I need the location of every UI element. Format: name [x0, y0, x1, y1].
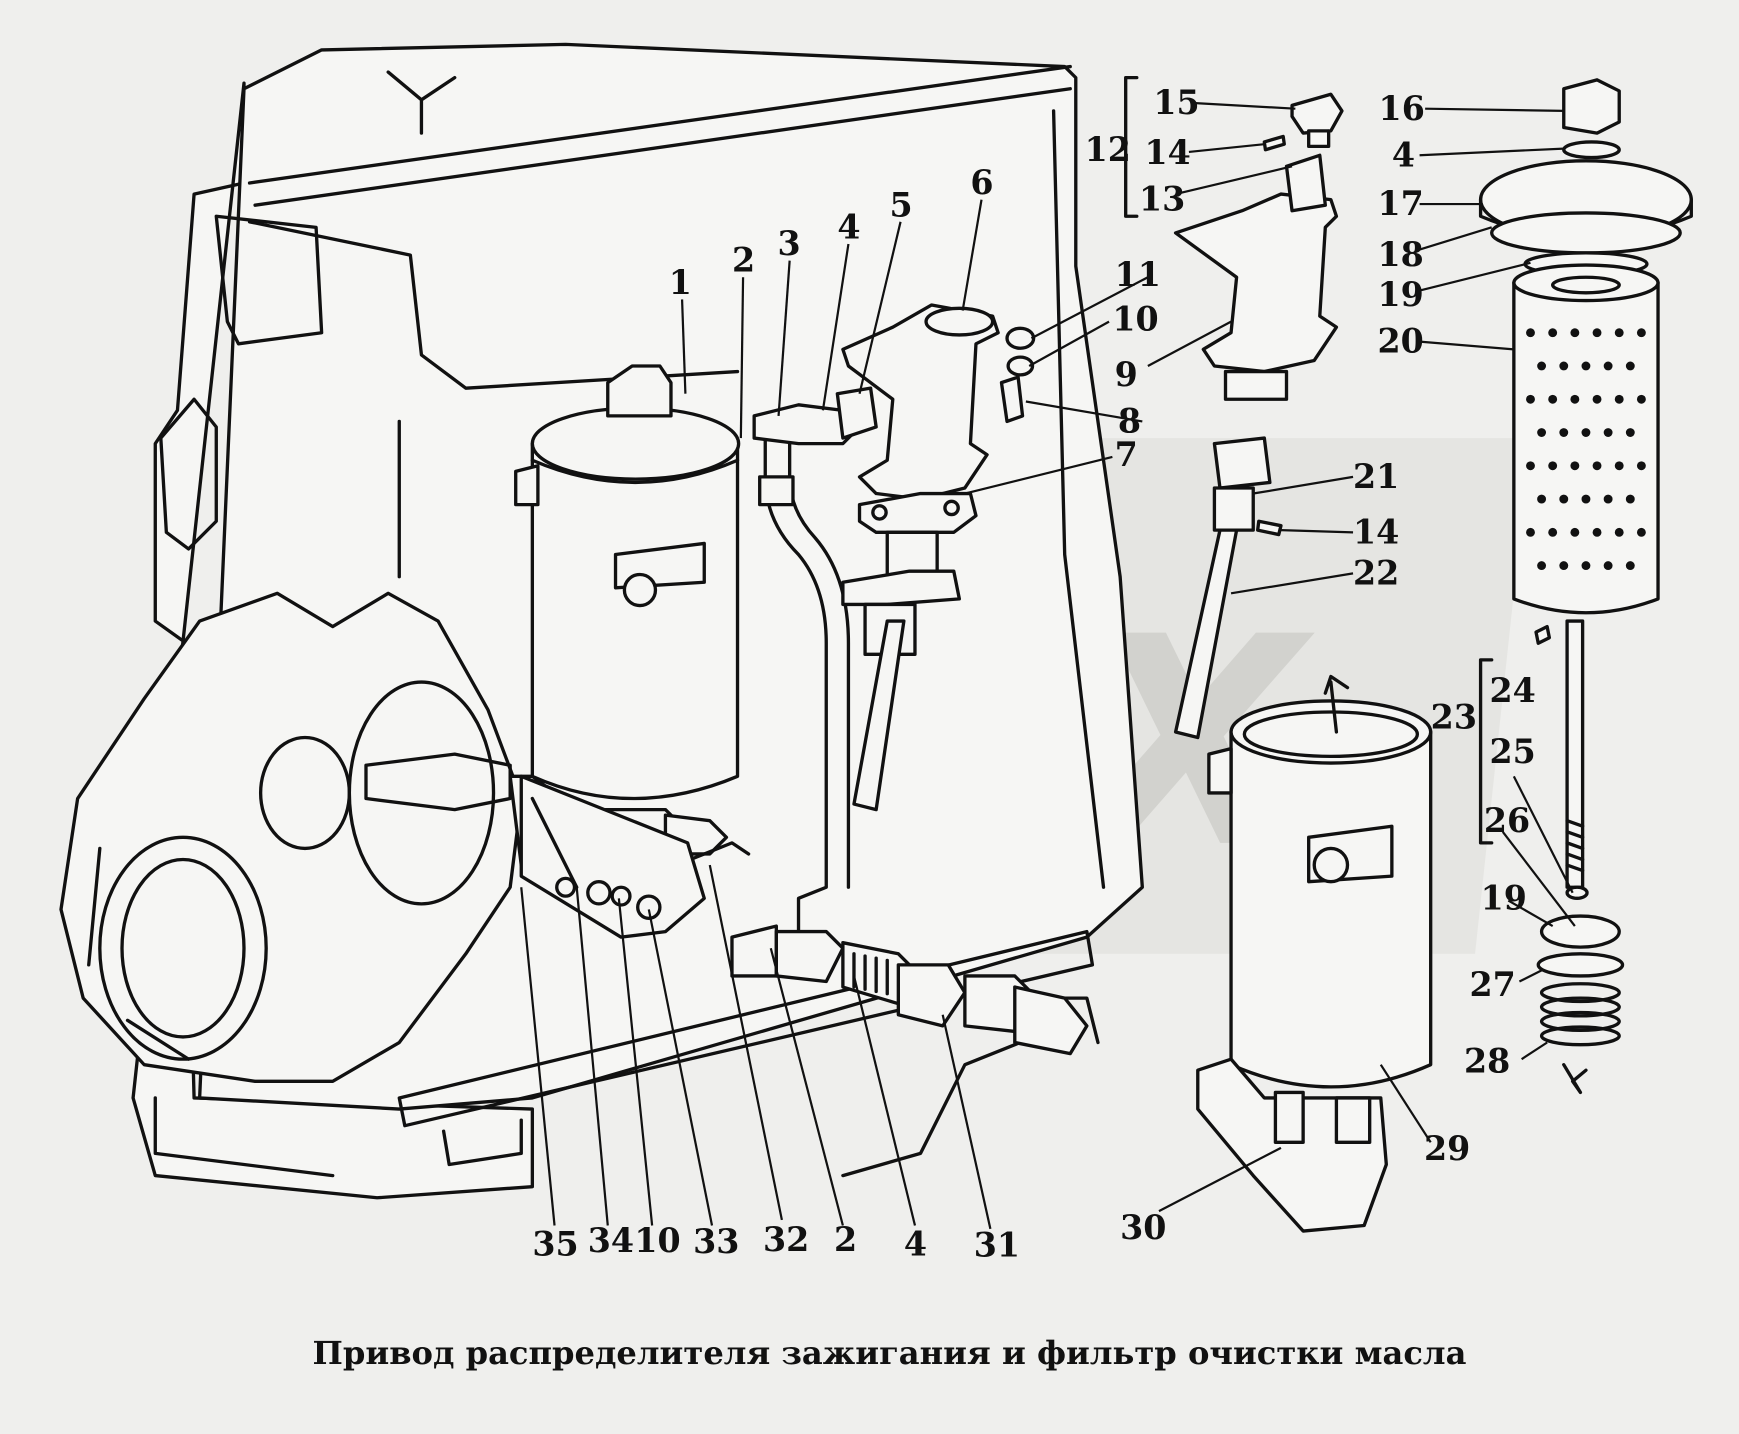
- callout-1: 1: [669, 263, 692, 302]
- distributor-drive-housing: [841, 303, 1000, 812]
- callout-27: 27: [1469, 965, 1515, 1004]
- callout-33: 33: [693, 1222, 739, 1261]
- callout-21: 21: [1353, 457, 1399, 496]
- filter-base-fittings: [519, 774, 706, 939]
- callout-34: 34: [588, 1221, 634, 1260]
- callout-19b: 19: [1481, 878, 1527, 917]
- callout-18: 18: [1377, 235, 1423, 274]
- leader-lines: [520, 102, 1576, 1230]
- callout-4: 4: [837, 207, 860, 246]
- callout-28: 28: [1464, 1041, 1510, 1080]
- callout-12: 12: [1085, 130, 1131, 169]
- callout-11: 11: [1115, 255, 1161, 294]
- callout-17: 17: [1377, 184, 1423, 223]
- callout-15: 15: [1153, 83, 1199, 122]
- callout-20: 20: [1377, 322, 1423, 361]
- distributor-bracket: [1173, 92, 1344, 401]
- callout-13: 13: [1139, 180, 1185, 219]
- callout-8: 8: [1118, 402, 1141, 441]
- callout-26: 26: [1484, 801, 1530, 840]
- callout-numbers: 1 2 3 4 5 6 7 8 9 10 11 12 13 14 15 16 4…: [532, 83, 1535, 1264]
- small-parts: [999, 326, 1036, 424]
- callout-29: 29: [1424, 1129, 1470, 1168]
- callout-7: 7: [1115, 435, 1138, 474]
- callout-3: 3: [777, 224, 800, 263]
- group-23-bracket: [1478, 658, 1494, 845]
- callout-32: 32: [763, 1220, 809, 1259]
- callout-16: 16: [1379, 89, 1425, 128]
- callout-5: 5: [889, 185, 912, 224]
- callout-10b: 10: [634, 1221, 680, 1260]
- callout-25: 25: [1489, 732, 1535, 771]
- filter-element-assembly: [1478, 78, 1693, 1095]
- callout-14a: 14: [1145, 133, 1191, 172]
- callout-19a: 19: [1377, 275, 1423, 314]
- spring: [1539, 982, 1621, 1047]
- callout-6: 6: [970, 163, 993, 202]
- callout-2b: 2: [834, 1220, 857, 1259]
- filter-perforations: [1526, 328, 1646, 571]
- callout-30: 30: [1120, 1208, 1166, 1247]
- oil-pipe: [752, 386, 878, 945]
- callout-4b: 4: [1392, 135, 1415, 174]
- drive-shaft: [1173, 436, 1283, 740]
- detached-filter-housing: [1196, 674, 1433, 1233]
- group-12-bracket: [1124, 75, 1139, 218]
- callout-2: 2: [732, 241, 755, 280]
- callout-23: 23: [1431, 698, 1477, 737]
- callout-9: 9: [1115, 355, 1138, 394]
- timing-cover: [59, 591, 523, 1083]
- callout-10: 10: [1112, 299, 1158, 338]
- bottom-fitting-assembly: [730, 924, 1089, 1056]
- callout-22: 22: [1353, 553, 1399, 592]
- callout-35: 35: [532, 1224, 578, 1263]
- diagram-caption: Привод распределителя зажигания и фильтр…: [312, 1334, 1466, 1372]
- callout-31: 31: [974, 1226, 1020, 1265]
- callout-14b: 14: [1353, 512, 1399, 551]
- callout-24: 24: [1489, 671, 1535, 710]
- callout-4c: 4: [904, 1224, 927, 1263]
